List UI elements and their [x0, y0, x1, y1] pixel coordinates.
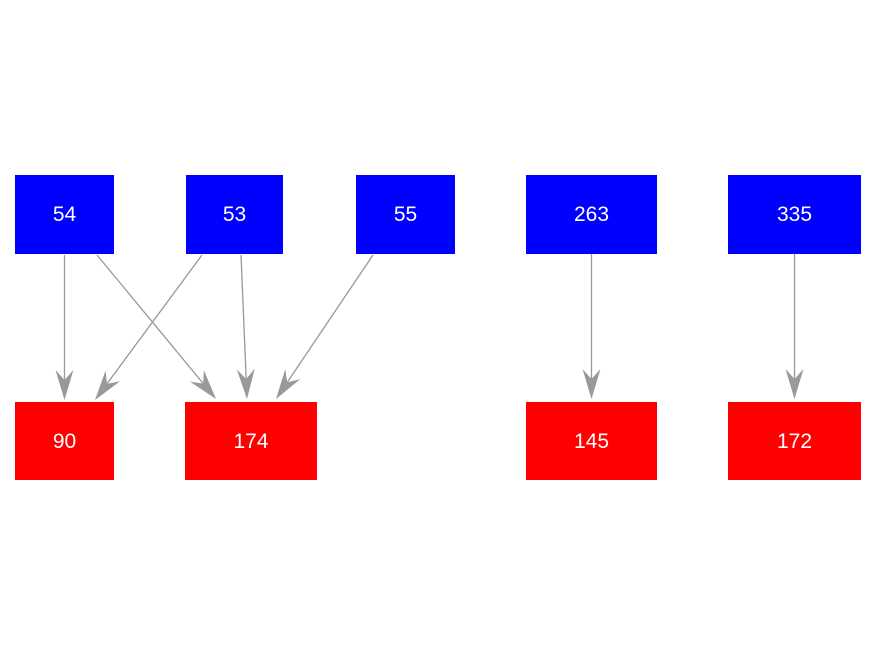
- graph-edge: [582, 254, 601, 399]
- edge-arrowhead-icon: [785, 369, 804, 399]
- graph-node: 145: [526, 402, 657, 480]
- graph-edge: [55, 255, 74, 400]
- graph-node: 54: [15, 175, 114, 254]
- graph-node: 172: [728, 402, 861, 480]
- edge-arrowhead-icon: [95, 370, 121, 400]
- graph-node: 53: [186, 175, 283, 254]
- graph-node: 263: [526, 175, 657, 254]
- edge-arrowhead-icon: [55, 370, 74, 400]
- graph-node: 90: [15, 402, 114, 480]
- graph-edge: [236, 254, 255, 399]
- edge-line: [96, 254, 204, 384]
- graph-node: 55: [356, 175, 455, 254]
- graph-edge: [95, 254, 203, 400]
- graph-edge: [785, 254, 804, 399]
- edge-arrowhead-icon: [582, 369, 601, 399]
- graph-edge: [96, 254, 216, 399]
- edge-line: [286, 254, 374, 383]
- graph-node: 335: [728, 175, 861, 254]
- graph-edge: [276, 254, 374, 399]
- edge-arrowhead-icon: [276, 369, 301, 399]
- edge-arrowhead-icon: [236, 368, 255, 399]
- graph-node: 174: [185, 402, 317, 480]
- edge-line: [106, 254, 203, 385]
- edge-arrowhead-icon: [189, 370, 216, 399]
- edge-line: [240, 254, 247, 380]
